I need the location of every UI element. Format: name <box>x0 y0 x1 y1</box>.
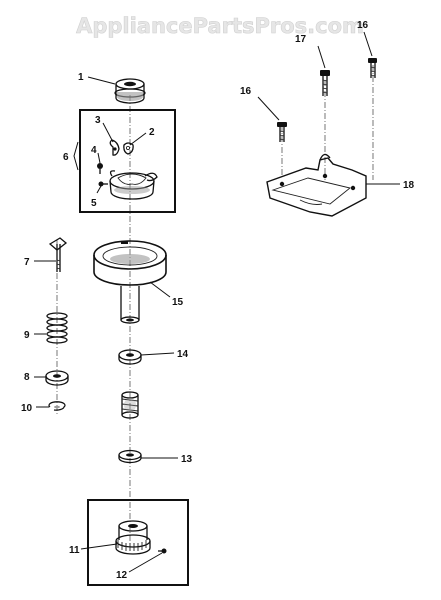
part-7-stud <box>48 237 68 272</box>
part-12-set-screw <box>158 548 167 554</box>
part-1-bushing <box>114 78 146 104</box>
callout-2: 2 <box>149 127 155 138</box>
subassembly-11-frame <box>87 499 189 586</box>
callout-6: 6 <box>63 152 69 163</box>
watermark-text: AppliancePartsPros.com <box>76 14 364 38</box>
worm-gear <box>121 391 139 419</box>
callout-11: 11 <box>69 545 80 556</box>
part-8-disc <box>45 370 69 386</box>
part-15-cam-shaft <box>93 240 167 324</box>
callout-7: 7 <box>24 257 30 268</box>
part-14-washer <box>118 349 142 365</box>
callout-1: 1 <box>78 72 84 83</box>
callout-12: 12 <box>116 570 128 581</box>
callout-13: 13 <box>181 454 193 465</box>
subassembly-6-frame <box>79 109 176 213</box>
part-17-screw <box>320 70 330 96</box>
callout-4: 4 <box>91 145 97 156</box>
part-18-bracket <box>266 153 367 217</box>
part-16-screw-left <box>277 122 287 142</box>
callout-18: 18 <box>403 180 415 191</box>
callout-10: 10 <box>21 403 33 414</box>
part-4-screw <box>97 163 103 174</box>
part-16-screw-right <box>368 58 377 78</box>
part-9-spring <box>46 312 68 344</box>
callout-16-right: 16 <box>357 20 369 31</box>
callout-14: 14 <box>177 349 189 360</box>
callout-17: 17 <box>295 34 307 45</box>
part-13-washer <box>118 449 142 464</box>
part-3-clip <box>109 139 120 156</box>
callout-16-left: 16 <box>240 86 252 97</box>
callout-9: 9 <box>24 330 30 341</box>
part-2-ring <box>123 142 134 155</box>
callout-8: 8 <box>24 372 30 383</box>
leader-lines <box>34 31 400 573</box>
cam-housing <box>109 170 158 200</box>
callout-15: 15 <box>172 297 184 308</box>
part-10-ring <box>48 401 66 411</box>
part-5-screw <box>98 181 108 187</box>
callout-5: 5 <box>91 198 97 209</box>
part-11-gear <box>115 520 151 555</box>
callout-3: 3 <box>95 115 101 126</box>
callout-labels: 1 2 3 4 5 6 7 8 9 10 11 12 13 14 15 16 1… <box>21 20 415 581</box>
